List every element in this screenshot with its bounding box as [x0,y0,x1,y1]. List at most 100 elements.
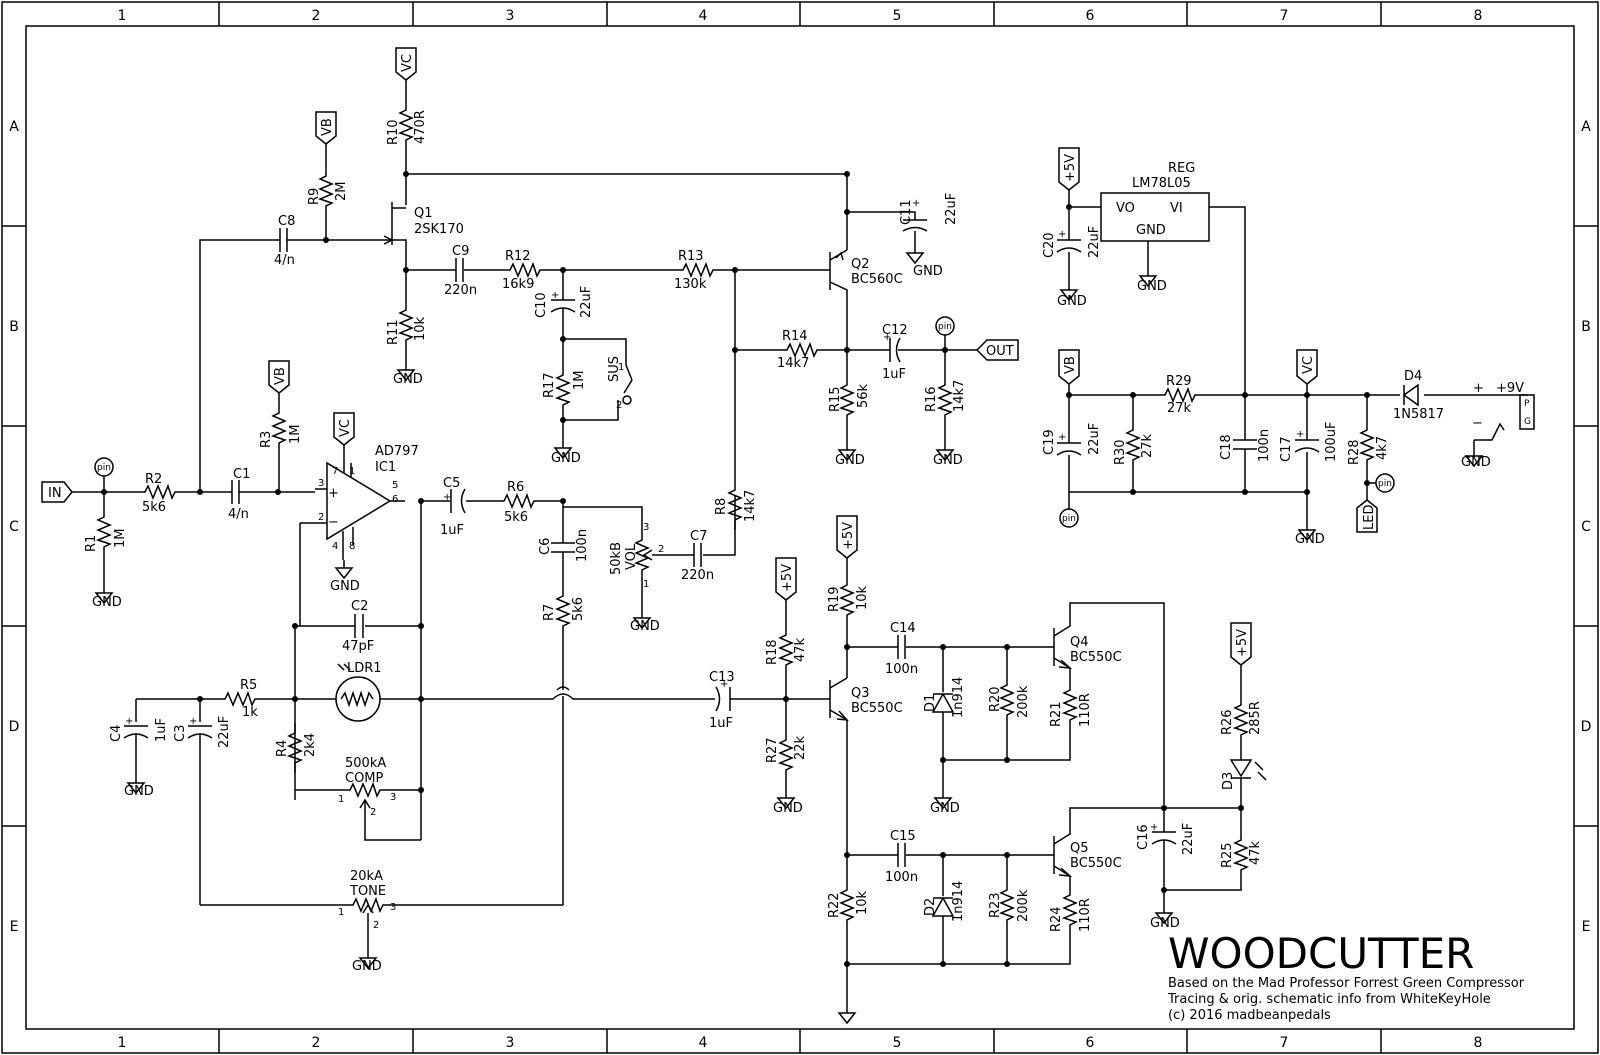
r6-value: 5k6 [504,510,528,525]
led-pin-label: pin [1378,479,1392,489]
c11-ref: C11 [899,199,914,225]
r25-value: 47k [1248,840,1263,865]
vc-ic1-label: VC [338,419,353,437]
r23-ref: R23 [988,892,1003,918]
vc-r10-label: VC [400,54,415,72]
p5v-r19-label: +5V [841,522,856,550]
r13-ref: R13 [678,249,704,264]
c18-value: 100n [1257,429,1272,462]
r29-value: 27k [1167,401,1192,416]
gnd-d1: GND [930,801,960,816]
svg-text:1: 1 [349,466,355,477]
ic1-ref: IC1 [375,460,396,475]
jack-p: P [1524,399,1530,409]
c9-value: 220n [444,283,477,298]
r1-ref: R1 [84,535,99,552]
row-label-b: B [9,319,19,335]
svg-text:+: + [328,486,339,501]
ic1-triangle [326,461,392,541]
q2-part: BC560C [851,272,903,287]
c10-ref: C10 [534,292,549,318]
c13-value: 1uF [709,716,733,731]
row-label-b-right: B [1581,319,1591,335]
vb-port-r3 [268,360,290,394]
r9-ref: R9 [307,188,322,205]
vb-r9-label: VB [320,118,335,136]
vb-port-c19 [1058,349,1080,385]
svg-text:1: 1 [338,794,344,805]
p5v-r26-label: +5V [1235,629,1250,657]
gnd-jack: GND [1461,455,1491,470]
power-supply: REG LM78L05 VO VI GND GND +5V + C20 22uF… [1042,147,1535,547]
in-port [41,481,73,503]
col-label-3-bottom: 3 [506,1035,515,1051]
ldr1-ref: LDR1 [347,661,382,676]
r15-value: 56k [856,383,871,408]
dc-plus: + [1473,381,1484,396]
vc-port-ic1 [333,412,355,446]
reg-vi: VI [1170,201,1183,216]
r7-value: 5k6 [571,597,586,621]
svg-text:+: + [720,679,728,690]
r1-value: 1M [113,529,128,549]
r16-value: 14k7 [952,380,967,412]
title: WOODCUTTER [1168,929,1474,978]
c20-ref: C20 [1042,232,1057,258]
ldr1 [335,676,381,722]
col-label-3: 3 [506,8,515,24]
svg-text:3: 3 [318,478,324,489]
r2-ref: R2 [145,472,162,487]
row-label-e-right: E [1582,919,1591,935]
col-label-4-bottom: 4 [699,1035,708,1051]
output-stage-ic1: + C5 1uF R6 5k6 C6 100n R7 5k6 GND 50kB … [421,270,758,905]
r10-ref: R10 [386,119,401,145]
r5-value: 1k [242,705,258,720]
col-label-2: 2 [312,8,321,24]
r17-value: 1M [572,371,587,391]
c8-ref: C8 [278,214,295,229]
svg-text:7: 7 [332,466,338,477]
gnd-c11: GND [913,264,943,279]
c2-value: 47pF [342,639,374,654]
gnd-c4: GND [124,784,154,799]
svg-text:+: + [1058,432,1066,443]
gnd-tone: GND [352,959,382,974]
c14-ref: C14 [890,621,916,636]
c6-value: 100n [575,529,590,562]
reg-vo: VO [1116,201,1135,216]
c13-ref: C13 [709,670,735,685]
r23-value: 200k [1016,889,1031,922]
col-label-7-bottom: 7 [1280,1035,1289,1051]
col-label-6-bottom: 6 [1086,1035,1095,1051]
svg-text:3: 3 [390,792,396,803]
svg-text:2: 2 [616,400,622,411]
led-pin [1375,473,1395,493]
vc-port-r10 [395,47,417,81]
svg-text:+: + [125,716,133,727]
q3-ref: Q3 [851,686,870,701]
title-line-3: (c) 2016 madbeanpedals [1168,1008,1331,1023]
svg-text:+: + [189,716,197,727]
c1-ref: C1 [233,467,250,482]
dc-9v: +9V [1496,381,1524,396]
c16-value: 22uF [1181,823,1196,855]
in-pin-label: pin [97,463,111,473]
col-label-8: 8 [1474,8,1483,24]
r10-value: 470R [413,110,428,144]
r27-ref: R27 [765,737,780,763]
c18-ref: C18 [1219,434,1234,460]
c4-ref: C4 [109,725,124,742]
r18-value: 47k [793,637,808,662]
gnd-vol: GND [630,619,660,634]
svg-text:4: 4 [332,541,338,552]
sus-ref: SUS [607,356,622,382]
c15-value: 100n [885,870,918,885]
title-line-2: Tracing & orig. schematic info from Whit… [1167,992,1491,1007]
vb-r3-label: VB [273,367,288,385]
r20-ref: R20 [988,686,1003,712]
svg-text:+: + [1150,822,1158,833]
r29-ref: R29 [1166,374,1192,389]
c12-value: 1uF [882,367,906,382]
p5v-port-c20 [1058,147,1080,191]
r14-ref: R14 [782,329,808,344]
